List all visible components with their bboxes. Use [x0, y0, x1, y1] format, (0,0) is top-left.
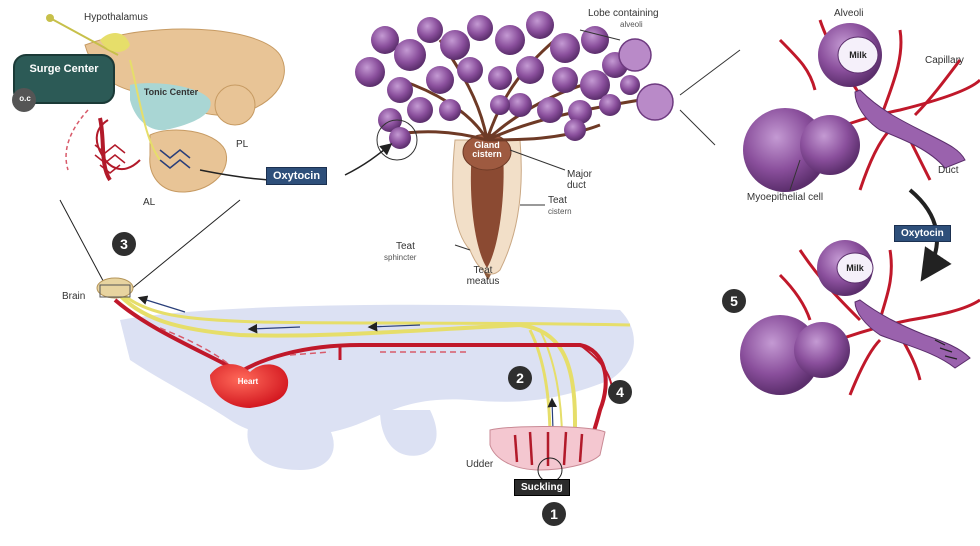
- step-1-marker: 1: [542, 502, 566, 526]
- label-lobe-containing: Lobe containing: [588, 9, 659, 20]
- label-teat-sphincter-sub: sphincter: [384, 254, 416, 262]
- label-myoepithelial-cell: Myoepithelial cell: [740, 193, 830, 204]
- label-teat-cistern-main: Teat: [548, 196, 567, 207]
- label-teat-sphincter-main: Teat: [396, 242, 415, 253]
- label-tonic-center: Tonic Center: [140, 88, 202, 97]
- label-gland-cistern: Gland cistern: [465, 141, 509, 160]
- hypothalamus-pituitary: [12, 14, 300, 192]
- step-4-marker: 4: [608, 380, 632, 404]
- label-oc: o.c: [14, 95, 36, 103]
- label-al: AL: [143, 198, 155, 209]
- label-milk-bottom: Milk: [842, 264, 868, 273]
- oxytocin-tag-left: Oxytocin: [266, 167, 327, 185]
- label-surge-center: Surge Center: [22, 64, 106, 76]
- suckling-tag: Suckling: [514, 479, 570, 496]
- label-major-duct: Major duct: [567, 170, 607, 191]
- label-pl: PL: [236, 140, 248, 151]
- label-duct: Duct: [938, 166, 959, 177]
- oxytocin-tag-right: Oxytocin: [894, 225, 951, 242]
- step-3-marker: 3: [112, 232, 136, 256]
- step-2-marker: 2: [508, 366, 532, 390]
- label-udder: Udder: [466, 460, 493, 471]
- label-brain: Brain: [62, 292, 85, 303]
- label-hypothalamus: Hypothalamus: [84, 13, 148, 24]
- label-milk-top: Milk: [845, 51, 871, 60]
- label-heart: Heart: [222, 378, 274, 386]
- mammary-gland: [355, 11, 740, 280]
- step-5-marker: 5: [722, 289, 746, 313]
- label-alveoli: Alveoli: [834, 9, 863, 20]
- label-capillary: Capillary: [925, 56, 964, 67]
- label-teat-meatus: Teat meatus: [458, 266, 508, 287]
- label-teat-cistern-sub: cistern: [548, 208, 572, 216]
- udder-teats: [490, 426, 605, 482]
- label-alveoli-sub: alveoli: [620, 21, 643, 29]
